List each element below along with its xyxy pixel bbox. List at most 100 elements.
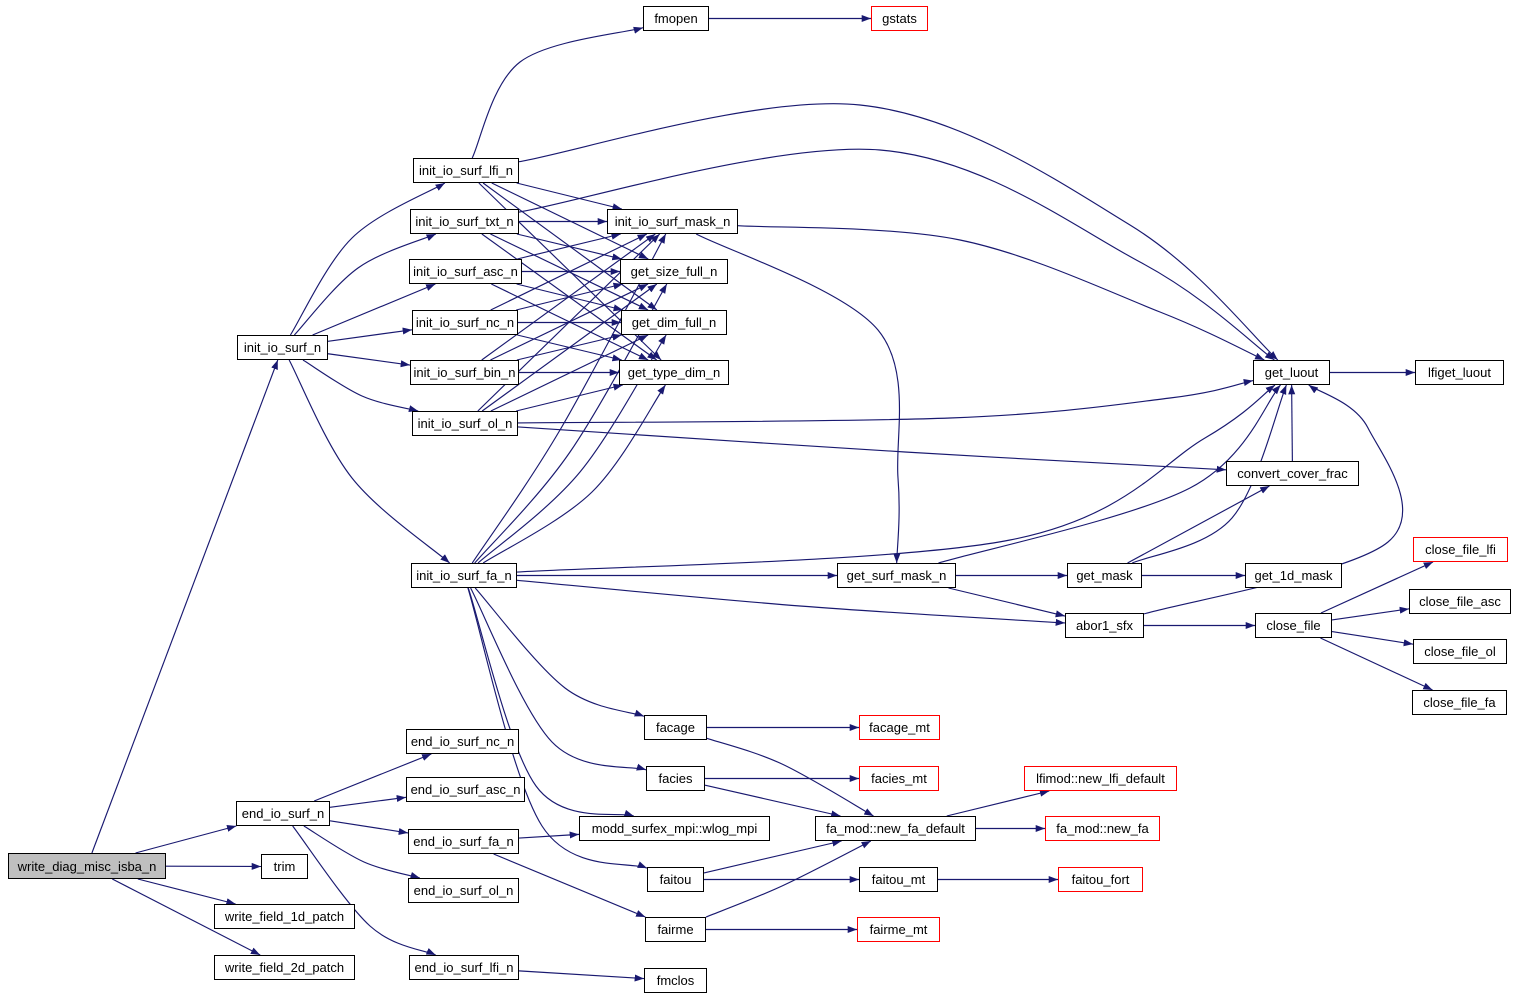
edge-init_io_surf_n-to-init_io_surf_bin_n — [327, 353, 411, 368]
edge-init_io_surf_fa_n-to-get_luout — [516, 384, 1276, 573]
node-label: fa_mod::new_fa — [1056, 821, 1149, 836]
edge-init_io_surf_ol_n-to-get_luout — [517, 379, 1254, 424]
edge-init_io_surf_ol_n-to-get_type_dim_n — [516, 383, 623, 412]
node-get_mask[interactable]: get_mask — [1067, 563, 1142, 588]
node-lfimod-new_lfi_default[interactable]: lfimod::new_lfi_default — [1024, 766, 1177, 791]
edge-close_file-to-close_file_ol — [1331, 630, 1414, 647]
node-modd_surfex_mpi-wlog_mpi[interactable]: modd_surfex_mpi::wlog_mpi — [579, 816, 770, 841]
node-label: close_file_ol — [1424, 644, 1496, 659]
node-label: get_1d_mask — [1254, 568, 1333, 583]
node-label: fmclos — [656, 973, 695, 988]
node-end_io_surf_n[interactable]: end_io_surf_n — [236, 801, 330, 826]
node-init_io_surf_bin_n[interactable]: init_io_surf_bin_n — [410, 360, 519, 385]
node-facage_mt[interactable]: facage_mt — [859, 715, 940, 740]
node-get_1d_mask[interactable]: get_1d_mask — [1245, 563, 1342, 588]
node-end_io_surf_ol_n[interactable]: end_io_surf_ol_n — [408, 878, 519, 903]
node-faitou_mt[interactable]: faitou_mt — [859, 867, 938, 892]
edge-abor1_sfx-to-get_luout — [1143, 384, 1404, 615]
node-lfiget_luout[interactable]: lfiget_luout — [1415, 360, 1504, 385]
node-label: fa_mod::new_fa_default — [826, 821, 965, 836]
edge-end_io_surf_n-to-end_io_surf_ol_n — [303, 825, 421, 879]
node-get_dim_full_n[interactable]: get_dim_full_n — [621, 310, 727, 335]
node-fmclos[interactable]: fmclos — [644, 968, 707, 993]
edge-get_surf_mask_n-to-get_luout — [938, 384, 1281, 564]
node-label: facies — [658, 771, 693, 786]
node-gstats[interactable]: gstats — [871, 6, 928, 31]
edge-write_diag_misc_isba_n-to-write_field_2d_patch — [112, 878, 261, 956]
node-abor1_sfx[interactable]: abor1_sfx — [1065, 613, 1144, 638]
node-label: end_io_surf_ol_n — [413, 883, 514, 898]
edge-end_io_surf_n-to-end_io_surf_nc_n — [313, 753, 432, 802]
edge-write_diag_misc_isba_n-to-end_io_surf_n — [135, 825, 237, 854]
node-end_io_surf_asc_n[interactable]: end_io_surf_asc_n — [406, 777, 525, 802]
node-faitou[interactable]: faitou — [647, 867, 704, 892]
node-label: get_type_dim_n — [627, 365, 721, 380]
node-end_io_surf_nc_n[interactable]: end_io_surf_nc_n — [406, 729, 519, 754]
node-label: faitou_fort — [1071, 872, 1130, 887]
node-init_io_surf_nc_n[interactable]: init_io_surf_nc_n — [412, 310, 518, 335]
edge-fairme-to-fa_mod-new_fa_default — [705, 840, 872, 918]
node-label: get_mask — [1076, 568, 1133, 583]
edge-init_io_surf_fa_n-to-get_type_dim_n — [482, 384, 666, 564]
node-close_file_ol[interactable]: close_file_ol — [1413, 639, 1507, 664]
node-facies[interactable]: facies — [646, 766, 705, 791]
node-label: end_io_surf_n — [241, 806, 325, 821]
edge-init_io_surf_ol_n-to-get_dim_full_n — [490, 334, 649, 412]
node-close_file[interactable]: close_file — [1255, 613, 1332, 638]
edge-close_file-to-close_file_asc — [1331, 606, 1410, 621]
edge-init_io_surf_lfi_n-to-get_luout — [518, 103, 1279, 361]
node-init_io_surf_fa_n[interactable]: init_io_surf_fa_n — [411, 563, 517, 588]
node-fmopen[interactable]: fmopen — [643, 6, 709, 31]
node-init_io_surf_txt_n[interactable]: init_io_surf_txt_n — [410, 209, 519, 234]
edge-init_io_surf_fa_n-to-abor1_sfx — [516, 579, 1066, 626]
node-get_type_dim_n[interactable]: get_type_dim_n — [619, 360, 729, 385]
node-init_io_surf_ol_n[interactable]: init_io_surf_ol_n — [412, 411, 518, 436]
node-facies_mt[interactable]: facies_mt — [859, 766, 939, 791]
node-fairme[interactable]: fairme — [645, 917, 706, 942]
node-init_io_surf_asc_n[interactable]: init_io_surf_asc_n — [409, 259, 522, 284]
node-init_io_surf_lfi_n[interactable]: init_io_surf_lfi_n — [413, 158, 519, 183]
node-end_io_surf_fa_n[interactable]: end_io_surf_fa_n — [408, 829, 519, 854]
node-init_io_surf_mask_n[interactable]: init_io_surf_mask_n — [607, 209, 738, 234]
node-label: faitou_mt — [871, 872, 926, 887]
edge-init_io_surf_n-to-init_io_surf_lfi_n — [289, 182, 446, 336]
edge-end_io_surf_fa_n-to-fairme — [493, 853, 646, 918]
node-close_file_asc[interactable]: close_file_asc — [1409, 589, 1511, 614]
node-label: close_file_asc — [1419, 594, 1501, 609]
node-close_file_fa[interactable]: close_file_fa — [1412, 690, 1507, 715]
node-get_luout[interactable]: get_luout — [1253, 360, 1330, 385]
node-fairme_mt[interactable]: fairme_mt — [857, 917, 940, 942]
node-write_diag_misc_isba_n[interactable]: write_diag_misc_isba_n — [8, 853, 166, 879]
node-get_surf_mask_n[interactable]: get_surf_mask_n — [837, 563, 956, 588]
edge-init_io_surf_mask_n-to-get_luout — [737, 225, 1265, 361]
node-faitou_fort[interactable]: faitou_fort — [1058, 867, 1143, 892]
node-close_file_lfi[interactable]: close_file_lfi — [1413, 537, 1508, 562]
edge-get_surf_mask_n-to-abor1_sfx — [948, 587, 1066, 618]
edge-end_io_surf_n-to-end_io_surf_asc_n — [329, 795, 407, 808]
node-label: gstats — [882, 11, 917, 26]
node-write_field_2d_patch[interactable]: write_field_2d_patch — [214, 955, 355, 980]
node-label: faitou — [659, 872, 692, 887]
edge-init_io_surf_fa_n-to-facies — [470, 587, 647, 771]
node-end_io_surf_lfi_n[interactable]: end_io_surf_lfi_n — [409, 955, 519, 980]
node-write_field_1d_patch[interactable]: write_field_1d_patch — [214, 904, 355, 929]
node-trim[interactable]: trim — [261, 854, 308, 879]
node-convert_cover_frac[interactable]: convert_cover_frac — [1226, 461, 1359, 486]
node-label: init_io_surf_asc_n — [413, 264, 518, 279]
node-label: init_io_surf_ol_n — [417, 416, 513, 431]
edge-end_io_surf_n-to-end_io_surf_lfi_n — [292, 825, 436, 956]
edge-init_io_surf_fa_n-to-facage — [474, 587, 645, 717]
node-label: init_io_surf_bin_n — [413, 365, 516, 380]
node-label: init_io_surf_n — [243, 340, 322, 355]
node-fa_mod-new_fa_default[interactable]: fa_mod::new_fa_default — [815, 816, 976, 841]
node-label: facage_mt — [869, 720, 930, 735]
node-facage[interactable]: facage — [644, 715, 707, 740]
node-get_size_full_n[interactable]: get_size_full_n — [620, 259, 728, 284]
edge-init_io_surf_fa_n-to-modd_surfex_mpi-wlog_mpi — [467, 587, 634, 817]
node-label: init_io_surf_mask_n — [614, 214, 731, 229]
edge-facage-to-fa_mod-new_fa_default — [706, 737, 874, 817]
node-init_io_surf_n[interactable]: init_io_surf_n — [237, 335, 328, 360]
node-fa_mod-new_fa[interactable]: fa_mod::new_fa — [1045, 816, 1160, 841]
